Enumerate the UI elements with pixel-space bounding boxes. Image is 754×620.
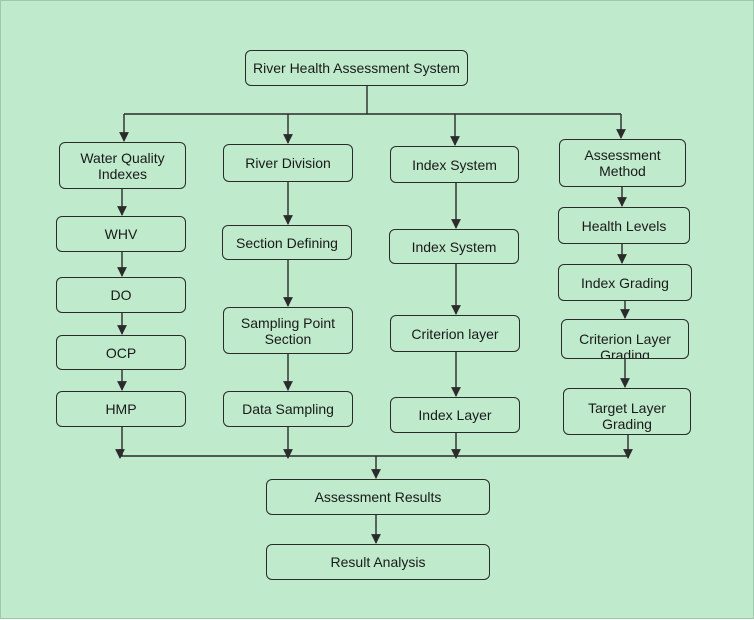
- assessment-method-node: Assessment Method: [559, 139, 686, 187]
- index-grading-node: Index Grading: [558, 264, 692, 301]
- index-system-head-node: Index System: [390, 146, 519, 183]
- health-levels-node: Health Levels: [558, 207, 690, 244]
- river-division-node: River Division: [223, 144, 353, 182]
- result-analysis-node: Result Analysis: [266, 544, 490, 580]
- hmp-node: HMP: [56, 391, 186, 427]
- target-layer-grading-node: Target Layer Grading: [563, 388, 691, 435]
- index-system-node: Index System: [389, 229, 519, 264]
- data-sampling-node: Data Sampling: [223, 391, 353, 427]
- whv-node: WHV: [56, 216, 186, 252]
- section-defining-node: Section Defining: [222, 225, 352, 260]
- root-node: River Health Assessment System: [245, 50, 468, 86]
- ocp-node: OCP: [56, 335, 186, 370]
- index-layer-node: Index Layer: [390, 397, 520, 433]
- do-node: DO: [56, 277, 186, 313]
- water-quality-indexes-node: Water Quality Indexes: [59, 142, 186, 189]
- sampling-point-section-node: Sampling Point Section: [223, 307, 353, 354]
- criterion-layer-grading-node: Criterion Layer Grading: [561, 319, 689, 359]
- assessment-results-node: Assessment Results: [266, 479, 490, 515]
- criterion-layer-node: Criterion layer: [390, 315, 520, 352]
